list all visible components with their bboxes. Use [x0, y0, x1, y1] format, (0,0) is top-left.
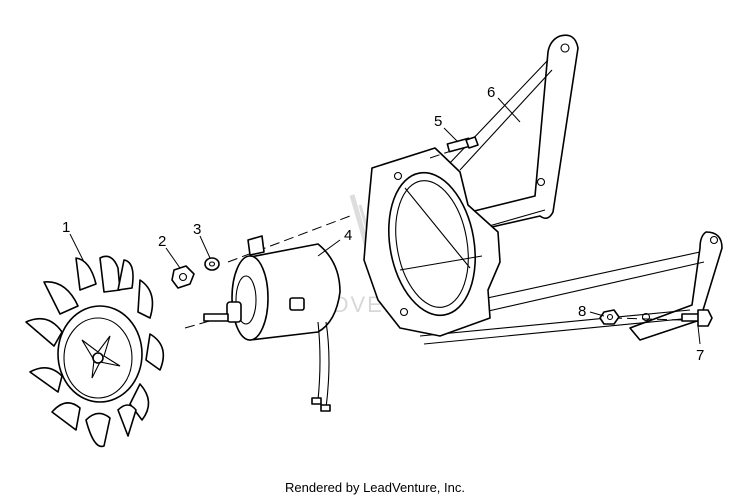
footer-credit: Rendered by LeadVenture, Inc. — [285, 480, 465, 495]
callout-5: 5 — [434, 113, 442, 130]
nut-bracket — [599, 309, 620, 325]
alignment-line-bolt — [429, 147, 461, 159]
upper-bracket — [439, 34, 579, 241]
callout-3: 3 — [193, 221, 201, 238]
callout-6: 6 — [487, 84, 495, 101]
alignment-line-nut — [611, 317, 683, 321]
callout-2: 2 — [158, 233, 166, 250]
washer-fan — [204, 257, 220, 271]
callout-1: 1 — [62, 219, 70, 236]
alignment-line-upper — [227, 215, 351, 263]
bolt-bracket — [681, 309, 713, 327]
leader-lines — [69, 97, 701, 345]
motor — [203, 235, 341, 412]
callout-8: 8 — [578, 303, 586, 320]
callout-7: 7 — [696, 347, 704, 364]
fan — [25, 255, 165, 448]
bolt-upper — [446, 136, 479, 153]
fan-shroud — [363, 147, 501, 337]
nut-fan — [171, 265, 195, 289]
callout-4: 4 — [344, 227, 352, 244]
